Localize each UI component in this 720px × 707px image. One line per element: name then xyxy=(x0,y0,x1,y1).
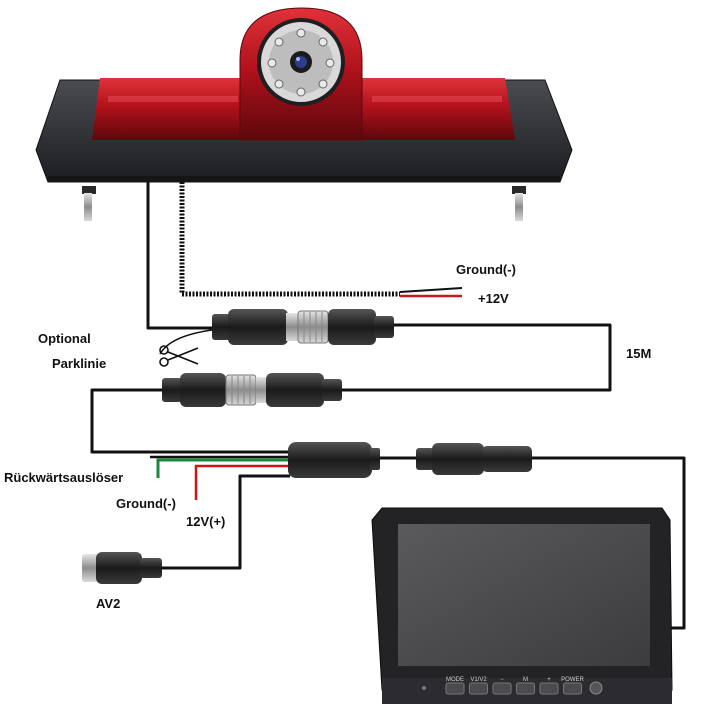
mounting-bolt-right xyxy=(512,186,526,221)
extension-cable-15m xyxy=(340,323,612,392)
distribution-connector xyxy=(288,442,532,478)
label-parklinie: Parklinie xyxy=(52,356,107,371)
monitor-button-label: POWER xyxy=(561,677,584,683)
av2-cable xyxy=(160,474,290,570)
label-optional: Optional xyxy=(38,331,91,346)
connector-row-2 xyxy=(162,373,342,407)
label-ground-top: Ground(-) xyxy=(456,262,516,277)
monitor-button-label: M xyxy=(523,677,528,683)
monitor-button-label: V1/V2 xyxy=(470,677,487,683)
monitor-button-label: + xyxy=(547,677,551,683)
monitor-button[interactable] xyxy=(469,682,488,695)
camera-power-lead xyxy=(179,182,463,298)
power-knob[interactable] xyxy=(589,681,603,695)
label-cable-length: 15M xyxy=(626,346,652,361)
wire-green xyxy=(156,458,290,478)
monitor-button[interactable] xyxy=(539,682,559,695)
cables xyxy=(90,182,686,630)
camera-video-cable xyxy=(146,182,212,330)
monitor-button[interactable] xyxy=(445,682,465,695)
monitor-screen xyxy=(398,524,650,666)
monitor xyxy=(371,507,673,704)
monitor-button[interactable] xyxy=(516,682,535,695)
monitor-button[interactable] xyxy=(492,682,512,695)
monitor-button-label: − xyxy=(500,677,504,683)
lamp-lens-right xyxy=(360,78,515,140)
connector-row-1 xyxy=(212,309,394,345)
label-plus12v-top: +12V xyxy=(478,291,509,306)
mounting-bolt-left xyxy=(82,186,96,221)
monitor-button-label: MODE xyxy=(446,677,464,683)
monitor-buttons: MODE V1/V2 − M + POWER xyxy=(445,677,603,695)
label-ground-bottom: Ground(-) xyxy=(116,496,176,511)
label-reverse-trigger: Rückwärtsauslöser xyxy=(4,470,124,485)
label-plus12v-bottom: 12V(+) xyxy=(186,514,226,529)
monitor-button[interactable] xyxy=(563,682,582,695)
av2-connector xyxy=(82,552,162,584)
lamp-lens-left xyxy=(92,78,248,140)
parking-line-wire xyxy=(159,329,213,355)
scissors-icon xyxy=(159,345,199,367)
extension-cable-return xyxy=(90,388,290,454)
wire-red xyxy=(194,464,290,500)
monitor-cable xyxy=(530,456,686,630)
brake-light-camera xyxy=(35,7,573,221)
trigger-wires xyxy=(150,455,290,500)
label-av2: AV2 xyxy=(96,596,121,611)
ir-led-ring xyxy=(267,28,335,97)
